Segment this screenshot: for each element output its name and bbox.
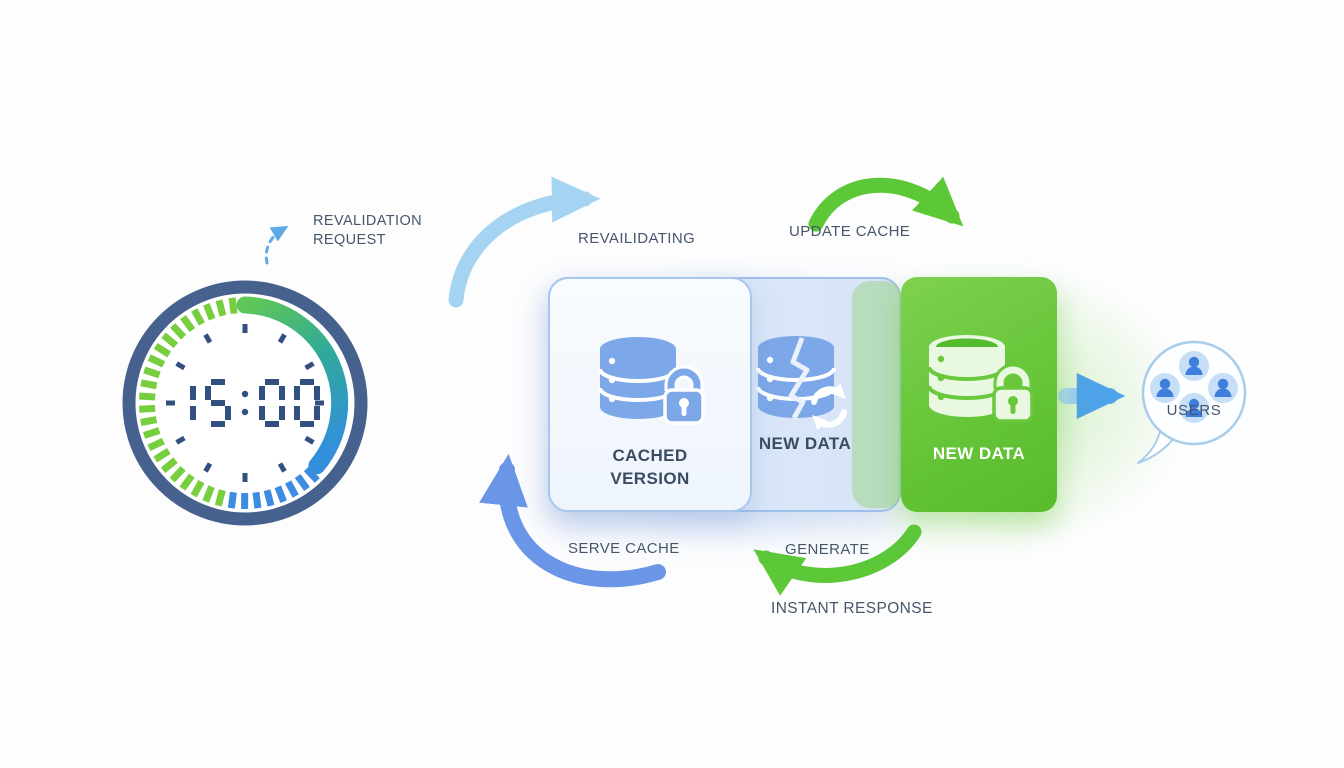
timer-progress-arc [236,296,349,475]
revalidation-request-arrow [264,225,289,265]
serve-cache-arrow [479,453,666,588]
database-lock-icon [598,337,705,425]
revalidation-request-label: REVALIDATION REQUEST [313,213,423,248]
users-label: USERS [1166,402,1222,419]
update-cache-label: UPDATE CACHE [789,223,911,240]
new-data-green-label: NEW DATA [932,444,1026,463]
users-bubble: USERS [1134,336,1254,466]
new-data-blue-label: NEW DATA [758,434,852,453]
timer-digital-time [190,379,320,427]
revalidation-timer [118,276,372,530]
timer-minute-ticks [138,297,320,510]
serve-cache-label: SERVE CACHE [568,540,680,557]
users-group-icon [1150,351,1238,423]
update-cache-arrow [808,176,964,232]
cached-version-label: CACHED VERSION [610,446,690,488]
timer-outer-ring [122,280,368,526]
users-bubble-shape [1137,340,1247,464]
bubble-tail [1137,431,1176,464]
timer-hour-ticks [166,324,324,482]
generate-arrow [753,524,922,596]
new-data-green-panel: NEW DATA [901,277,1057,512]
database-lock-icon [927,335,1034,423]
timer-clock-face [122,280,368,526]
transition-strip [852,281,902,508]
database-sync-icon [756,336,847,431]
revalidating-arrow [448,176,601,308]
instant-response-label: INSTANT RESPONSE [771,600,933,617]
cached-version-panel: CACHED VERSION [548,277,752,512]
generate-label: GENERATE [785,541,870,558]
revalidating-label: REVAILIDATING [578,230,696,247]
